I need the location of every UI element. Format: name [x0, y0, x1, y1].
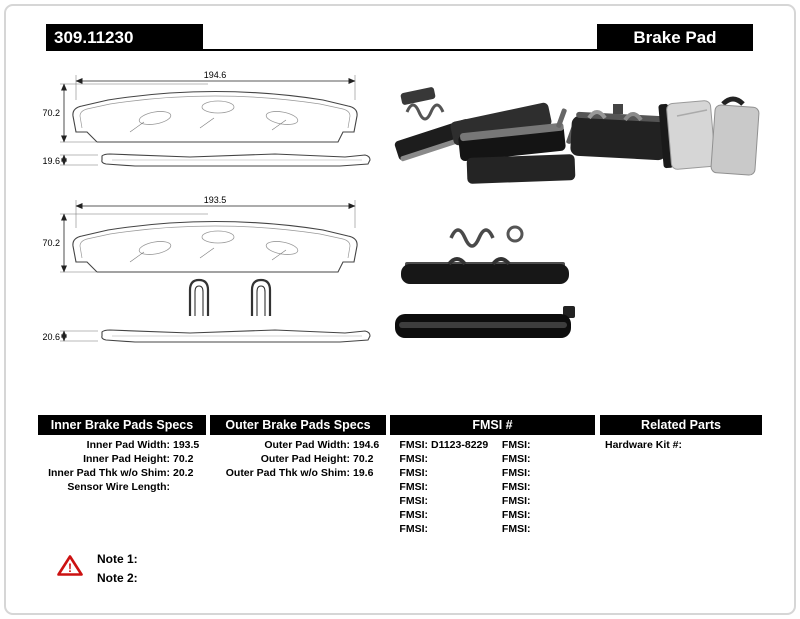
spec-value: 20.2	[173, 467, 194, 479]
fmsi-value	[428, 494, 493, 508]
technical-drawings: 194.6 70.2 19.6 193.5 70.2	[42, 70, 371, 343]
related-parts-header: Related Parts	[600, 415, 762, 435]
fmsi-value	[531, 522, 596, 536]
fmsi-row: FMSI:	[390, 522, 493, 536]
related-parts-column: Related Parts Hardware Kit #:	[600, 415, 762, 452]
fmsi-label: FMSI:	[501, 523, 531, 535]
fmsi-label: FMSI:	[399, 439, 428, 451]
outer-width-dim-label: 194.6	[204, 70, 227, 80]
photo-pad-back	[570, 104, 668, 161]
fmsi-value	[428, 522, 493, 536]
inner-thickness-dim-label: 20.6	[42, 332, 60, 342]
fmsi-row: FMSI:	[493, 480, 596, 494]
spec-row: Outer Pad Thk w/o Shim: 19.6	[210, 466, 386, 480]
photo-pad-set	[450, 102, 577, 184]
outer-height-dim-label: 70.2	[42, 108, 60, 118]
related-part-label: Hardware Kit #:	[605, 439, 683, 451]
fmsi-value	[428, 466, 493, 480]
note-2-label: Note 2:	[97, 571, 138, 585]
product-photos	[394, 87, 760, 338]
svg-text:!: !	[68, 561, 72, 575]
fmsi-label: FMSI:	[399, 495, 428, 507]
fmsi-row: FMSI:	[493, 438, 596, 452]
outer-specs-column: Outer Brake Pads Specs Outer Pad Width: …	[210, 415, 386, 480]
product-name-bar: Brake Pad	[597, 24, 753, 51]
spec-row: Outer Pad Height: 70.2	[210, 452, 386, 466]
spec-value: 70.2	[353, 453, 374, 465]
fmsi-label: FMSI:	[399, 453, 428, 465]
fmsi-row: FMSI:	[390, 494, 493, 508]
fmsi-value	[531, 466, 596, 480]
inner-height-dim-label: 70.2	[42, 238, 60, 248]
notes-section: ! Note 1: Note 2:	[57, 552, 138, 590]
fmsi-label: FMSI:	[399, 481, 428, 493]
photo-pad-edge-views	[395, 225, 575, 338]
fmsi-value	[428, 480, 493, 494]
fmsi-label: FMSI:	[501, 509, 531, 521]
note-1-label: Note 1:	[97, 552, 138, 566]
spec-label: Outer Pad Thk w/o Shim:	[225, 467, 350, 479]
spec-label: Inner Pad Height:	[83, 453, 170, 465]
fmsi-header: FMSI #	[390, 415, 595, 435]
fmsi-value: D1123-8229	[431, 439, 489, 451]
inner-pad-drawing: 193.5 70.2 20.6	[42, 195, 371, 343]
spec-label: Inner Pad Width:	[86, 439, 170, 451]
spec-label: Sensor Wire Length:	[67, 481, 170, 493]
fmsi-row: FMSI:	[493, 522, 596, 536]
fmsi-row: FMSI:	[390, 452, 493, 466]
spec-row: Inner Pad Thk w/o Shim: 20.2	[38, 466, 206, 480]
fmsi-label: FMSI:	[501, 481, 531, 493]
fmsi-row: FMSI:	[390, 480, 493, 494]
spec-value: 19.6	[353, 467, 374, 479]
fmsi-label: FMSI:	[501, 439, 531, 451]
fmsi-value	[531, 508, 596, 522]
fmsi-row: FMSI: D1123-8229	[390, 438, 493, 452]
part-number-bar: 309.11230	[46, 24, 203, 51]
fmsi-row: FMSI:	[493, 508, 596, 522]
outer-pad-drawing: 194.6 70.2 19.6	[42, 70, 371, 167]
spec-row: Inner Pad Height: 70.2	[38, 452, 206, 466]
fmsi-row: FMSI:	[493, 466, 596, 480]
spec-label: Outer Pad Height:	[260, 453, 350, 465]
spec-value	[170, 480, 206, 494]
fmsi-label: FMSI:	[399, 523, 428, 535]
outer-thickness-dim-label: 19.6	[42, 156, 60, 166]
fmsi-value	[531, 480, 596, 494]
fmsi-row: FMSI:	[493, 494, 596, 508]
fmsi-row: FMSI:	[493, 452, 596, 466]
outer-specs-header: Outer Brake Pads Specs	[210, 415, 386, 435]
header-rule	[46, 49, 753, 51]
spec-label: Inner Pad Thk w/o Shim:	[48, 467, 170, 479]
fmsi-label: FMSI:	[399, 467, 428, 479]
spec-value: 193.5	[173, 439, 200, 451]
fmsi-row: FMSI:	[390, 508, 493, 522]
fmsi-label: FMSI:	[501, 495, 531, 507]
inner-specs-header: Inner Brake Pads Specs	[38, 415, 206, 435]
fmsi-column: FMSI # FMSI: D1123-8229 FMSI: FMSI: FMSI…	[390, 415, 595, 536]
fmsi-row: FMSI:	[390, 466, 493, 480]
spec-label: Outer Pad Width:	[264, 439, 350, 451]
fmsi-left-subcolumn: FMSI: D1123-8229 FMSI: FMSI: FMSI: FMSI:	[390, 438, 493, 536]
fmsi-value	[531, 494, 596, 508]
spec-value: 70.2	[173, 453, 194, 465]
inner-specs-column: Inner Brake Pads Specs Inner Pad Width: …	[38, 415, 206, 494]
fmsi-right-subcolumn: FMSI: FMSI: FMSI: FMSI: FMSI:	[493, 438, 596, 536]
fmsi-value	[428, 508, 493, 522]
warning-triangle-icon: !	[57, 555, 83, 576]
fmsi-value	[531, 452, 596, 466]
fmsi-label: FMSI:	[399, 509, 428, 521]
fmsi-label: FMSI:	[501, 453, 531, 465]
spec-row: Inner Pad Width: 193.5	[38, 438, 206, 452]
spec-row: Outer Pad Width: 194.6	[210, 438, 386, 452]
fmsi-label: FMSI:	[501, 467, 531, 479]
inner-width-dim-label: 193.5	[204, 195, 227, 205]
fmsi-value	[531, 438, 596, 452]
photo-pad-faces	[658, 96, 760, 176]
sensor-clip-drawing	[188, 278, 272, 316]
spec-value: 194.6	[353, 439, 380, 451]
spec-row: Sensor Wire Length:	[38, 480, 206, 494]
fmsi-value	[428, 452, 493, 466]
related-parts-row: Hardware Kit #:	[600, 435, 762, 452]
